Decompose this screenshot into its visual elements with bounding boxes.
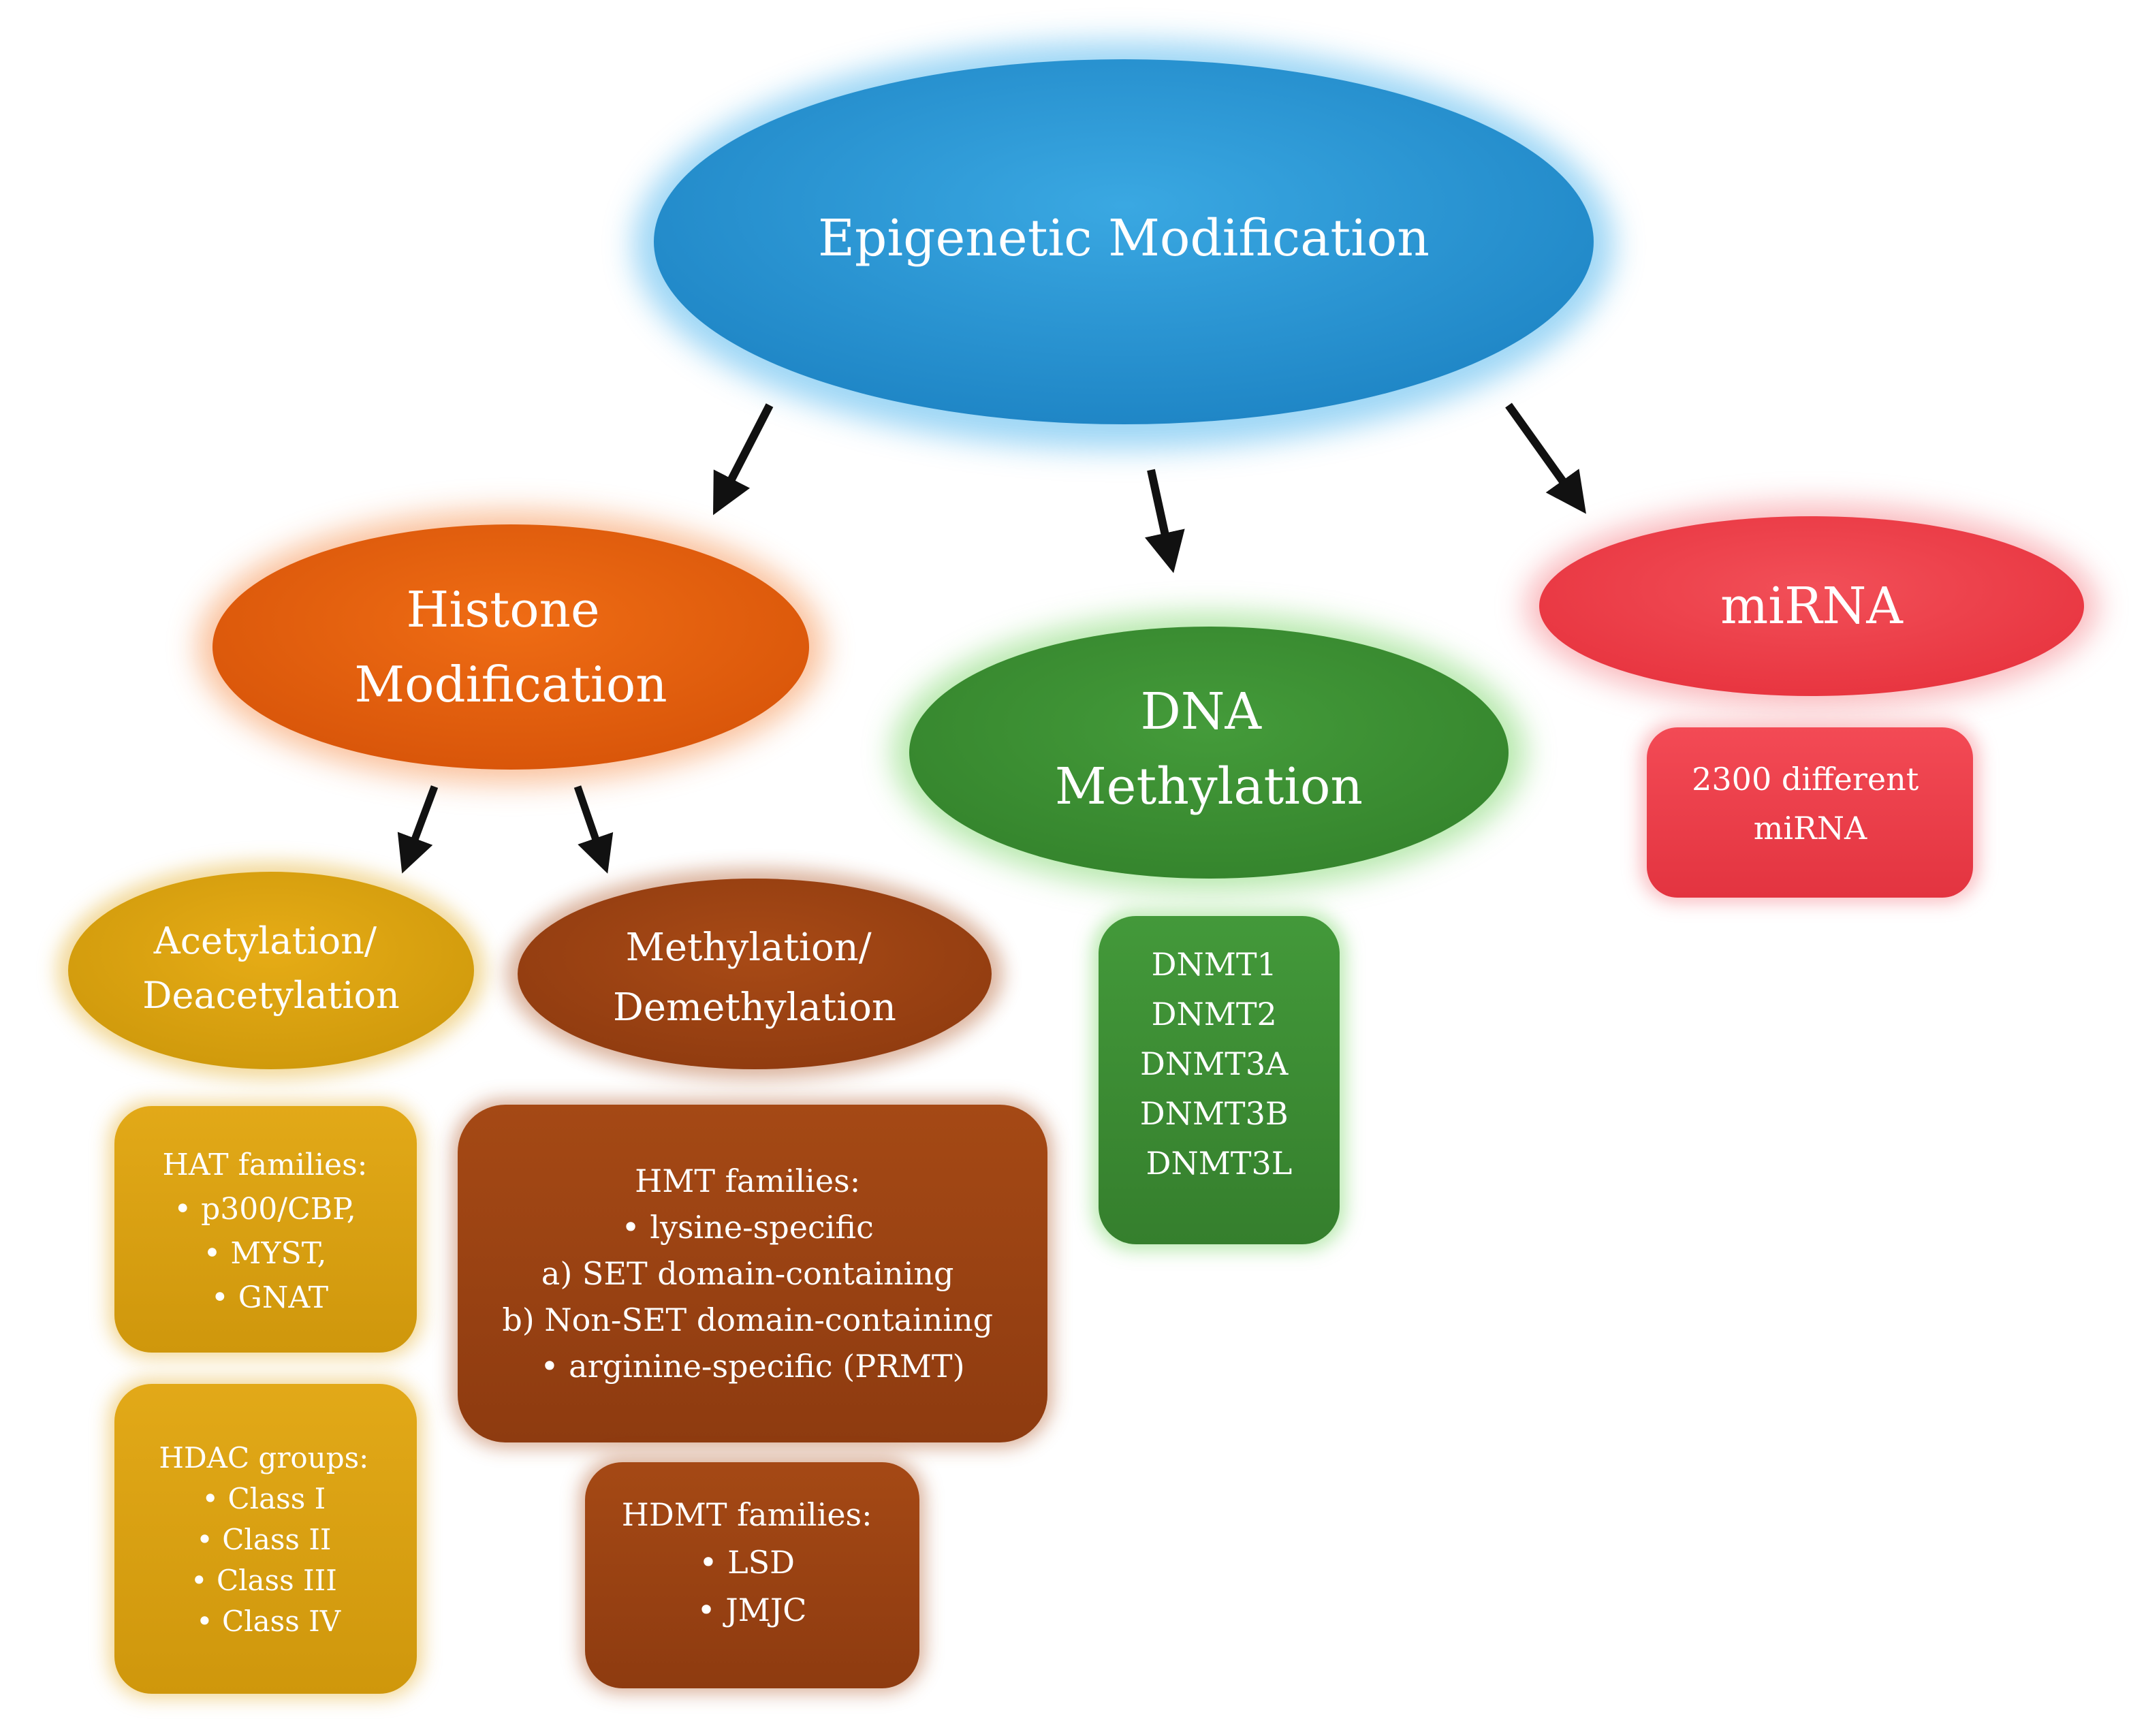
hdac-line-4: • Class IV [196, 1605, 341, 1638]
hmt-line-1: • lysine-specific [622, 1209, 874, 1246]
svg-text:HMT families: • lysine-s: HMT families: • lysine-specific a) SET d… [502, 1163, 1003, 1385]
dnmt-line-0: DNMT1 [1152, 946, 1277, 983]
hmt-line-2: a) SET domain-containing [541, 1255, 954, 1292]
dnmt-line-4: DNMT3L [1146, 1145, 1293, 1182]
hmt-line-0: HMT families: [635, 1163, 860, 1199]
hdmt-line-1: • LSD [699, 1544, 795, 1581]
hmt-families-box: HMT families: • lysine-specific a) SET d… [453, 1100, 1052, 1447]
acetylation-node: Acetylation/ Deacetylation [57, 862, 486, 1079]
histone-label-line1: Histone [407, 581, 600, 638]
hmt-line-4: • arginine-specific (PRMT) [540, 1348, 964, 1385]
dna-label-line2: Methylation [1055, 757, 1363, 816]
acetylation-label-line2: Deacetylation [142, 974, 400, 1017]
hmt-line-3: b) Non-SET domain-containing [502, 1301, 993, 1338]
arrow-to-mirna [1505, 403, 1586, 514]
mirna-label: miRNA [1720, 577, 1904, 635]
hat-line-2: • MYST, [203, 1236, 326, 1271]
dna-label-line1: DNA [1140, 682, 1262, 741]
mirna-box-line-0: 2300 different [1692, 761, 1919, 798]
methylation-label-line1: Methylation/ [626, 926, 872, 970]
hdac-groups-box: HDAC groups: • Class I • Class II • Clas… [109, 1379, 422, 1698]
svg-text:2300 different miRNA: 2300 different miRNA [1692, 761, 1929, 847]
dnmt-line-2: DNMT3A [1140, 1045, 1289, 1082]
arrow-to-dna [1144, 469, 1185, 573]
svg-text:HDMT families: • LSD: HDMT families: • LSD • JMJC [622, 1496, 883, 1628]
methylation-label-line2: Demethylation [613, 985, 896, 1030]
dnmt-line-1: DNMT2 [1152, 996, 1277, 1032]
svg-text:Acetylation/ Deacetylati: Acetylation/ Deacetylation [142, 919, 400, 1017]
hat-line-1: • p300/CBP, [174, 1192, 356, 1227]
hdac-line-0: HDAC groups: [159, 1441, 368, 1474]
svg-text:HDAC groups: • Class I: HDAC groups: • Class I • Class II • Clas… [159, 1441, 377, 1638]
root-label: Epigenetic Modification [818, 209, 1430, 268]
svg-text:HAT families: • p300/CBP: HAT families: • p300/CBP, • MYST, • GNAT [163, 1148, 377, 1315]
mirna-box-line-1: miRNA [1754, 810, 1867, 847]
arrow-to-acetylation [397, 785, 439, 874]
dnmt-box: DNMT1 DNMT2 DNMT3A DNMT3B DNMT3L [1093, 911, 1345, 1250]
arrow-to-histone [713, 403, 774, 516]
hdac-line-3: • Class III [191, 1564, 337, 1597]
hat-line-0: HAT families: [163, 1148, 368, 1182]
hdmt-line-0: HDMT families: [622, 1496, 872, 1533]
methylation-node: Methylation/ Demethylation [506, 868, 1003, 1079]
svg-text:Methylation/ Demethylati: Methylation/ Demethylation [613, 926, 896, 1030]
acetylation-label-line1: Acetylation/ [153, 919, 377, 962]
svg-text:Histone Modification: Histone Modification [354, 581, 667, 713]
hdac-line-1: • Class I [202, 1482, 326, 1515]
hat-line-3: • GNAT [211, 1280, 328, 1315]
histone-label-line2: Modification [354, 656, 667, 713]
svg-text:DNMT1 DNMT2 DNMT3A: DNMT1 DNMT2 DNMT3A DNMT3B DNMT3L [1140, 946, 1299, 1182]
hdmt-line-2: • JMJC [697, 1592, 807, 1628]
root-node: Epigenetic Modification [633, 41, 1614, 449]
root-arrows [713, 403, 1586, 573]
svg-text:DNA Methylation: DNA Methylation [1055, 682, 1363, 816]
dna-node: DNA Methylation [892, 613, 1526, 892]
hdmt-families-box: HDMT families: • LSD • JMJC [580, 1457, 924, 1692]
dnmt-line-3: DNMT3B [1140, 1095, 1289, 1132]
histone-arrows [397, 785, 614, 874]
histone-node: Histone Modification [198, 511, 824, 783]
mirna-box: 2300 different miRNA [1641, 723, 1978, 902]
hdac-line-2: • Class II [196, 1523, 331, 1556]
mirna-node: miRNA [1526, 504, 2098, 708]
hat-families-box: HAT families: • p300/CBP, • MYST, • GNAT [109, 1102, 422, 1357]
arrow-to-methylation [573, 785, 614, 874]
